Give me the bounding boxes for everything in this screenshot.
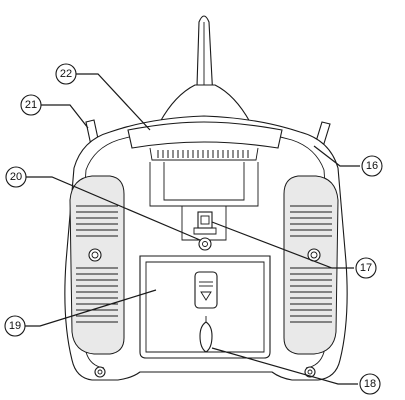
leader-17 (211, 221, 354, 269)
leader-21 (41, 104, 89, 129)
left-foot (94, 366, 106, 378)
leader-lines (18, 73, 360, 385)
charge-port (198, 237, 212, 251)
callout-17: 17 (355, 257, 377, 279)
callout-21-label: 21 (25, 99, 37, 111)
top-handle (127, 121, 283, 161)
callout-22: 22 (55, 63, 77, 85)
battery-cover-latch (194, 271, 218, 309)
left-grip (69, 175, 125, 355)
callout-22-label: 22 (60, 68, 72, 80)
callout-19-label: 19 (9, 320, 21, 332)
callout-19: 19 (4, 315, 26, 337)
callout-16-label: 16 (366, 160, 378, 172)
right-foot (304, 366, 316, 378)
callout-18-label: 18 (364, 378, 376, 390)
callout-20: 20 (5, 166, 27, 188)
callout-21: 21 (20, 94, 42, 116)
callout-20-label: 20 (10, 171, 22, 183)
callout-16: 16 (361, 155, 383, 177)
right-grip (283, 175, 339, 355)
top-vent (157, 150, 249, 158)
neck-strap-mount (199, 316, 213, 353)
leader-16 (313, 145, 360, 167)
leader-22 (76, 73, 151, 131)
data-port (193, 211, 217, 235)
leader-20 (26, 176, 201, 241)
battery-cover (139, 255, 271, 359)
callout-18: 18 (359, 373, 381, 395)
callout-17-label: 17 (360, 262, 372, 274)
leader-18 (211, 347, 358, 385)
left-grip-grill (76, 205, 118, 323)
antenna (159, 15, 251, 123)
right-grip-grill (290, 205, 332, 323)
